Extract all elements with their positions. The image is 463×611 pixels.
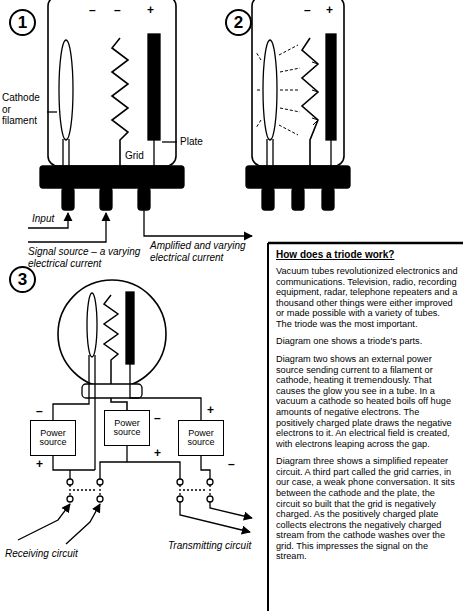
callout-circle: 1 <box>9 9 36 36</box>
receiving-wire <box>18 504 70 540</box>
heading: How does a triode work? <box>276 249 394 261</box>
box-label: Power source <box>181 429 221 448</box>
transmitting-wire <box>180 502 250 532</box>
filament-leg <box>266 139 267 166</box>
paragraph: Diagram three shows a simplified repeate… <box>276 456 458 562</box>
tube-base <box>40 166 184 188</box>
paragraph: Diagram two shows an external power sour… <box>276 354 458 449</box>
input-wire <box>28 213 68 228</box>
polarity-sign: + <box>147 4 154 16</box>
plate-symbol <box>148 34 160 140</box>
paragraph: Diagram one shows a triode's parts. <box>276 336 458 347</box>
glass-envelope <box>252 0 344 166</box>
callout-number: 3 <box>18 271 27 289</box>
wire <box>201 456 210 479</box>
signal-label: Receiving circuit <box>5 548 78 560</box>
pin <box>100 188 112 210</box>
grid-symbol <box>112 38 128 166</box>
filament <box>87 293 97 357</box>
box-label: Power source <box>107 419 147 438</box>
plate-lead <box>153 140 154 166</box>
polarity-sign: + <box>154 447 161 459</box>
glow-rays <box>255 45 300 135</box>
power-source-box: Power source <box>104 410 150 446</box>
electron-arrows <box>312 62 318 125</box>
filament-leg <box>62 139 63 166</box>
plate-symbol <box>126 292 134 364</box>
callout-number: 2 <box>234 14 243 32</box>
tube-base <box>82 384 142 398</box>
polarity-sign: – <box>89 4 96 16</box>
leader-line <box>47 111 57 112</box>
polarity-sign: – <box>36 405 43 417</box>
part-label: Cathode or filament <box>2 92 46 127</box>
pin <box>292 188 304 210</box>
filament-leg <box>68 139 69 166</box>
box-label: Power source <box>33 429 73 448</box>
pin <box>262 188 274 210</box>
polarity-sign: – <box>304 4 311 16</box>
polarity-sign: + <box>36 458 43 470</box>
filament <box>263 40 277 140</box>
wire <box>69 470 70 479</box>
signal-wire <box>28 213 106 242</box>
signal-label: Signal source – a varying electrical cur… <box>28 246 160 269</box>
filament <box>59 40 73 140</box>
power-source-box: Power source <box>178 420 224 456</box>
output-wire <box>144 210 252 236</box>
polarity-sign: – <box>154 412 161 424</box>
polarity-sign: + <box>207 404 214 416</box>
callout-number: 1 <box>18 14 27 32</box>
paragraph: Vacuum tubes revolutionized electronics … <box>276 266 458 329</box>
callout-circle: 2 <box>225 9 252 36</box>
wire <box>126 446 127 462</box>
wire <box>100 462 180 479</box>
column-rule <box>267 243 269 611</box>
wire <box>53 355 89 420</box>
wire <box>53 456 95 470</box>
callout-circle: 3 <box>9 266 36 293</box>
filament-leg <box>272 139 273 166</box>
dotted-link <box>70 485 210 496</box>
wire <box>94 355 95 470</box>
terminal <box>67 479 213 502</box>
glass-bulb <box>58 280 166 388</box>
receiving-wire <box>66 504 100 544</box>
signal-label: Transmitting circuit <box>168 540 251 552</box>
pin <box>138 188 150 210</box>
glass-envelope <box>48 0 176 166</box>
tube-base <box>246 166 350 188</box>
part-label: Plate <box>180 136 203 148</box>
power-source-box: Power source <box>30 420 76 456</box>
polarity-sign: + <box>326 4 333 16</box>
plate-lead <box>330 140 331 166</box>
polarity-sign: – <box>228 458 235 470</box>
polarity-sign: – <box>114 4 121 16</box>
leader-line <box>162 141 177 142</box>
part-label: Grid <box>125 150 144 162</box>
grid-symbol <box>302 38 318 166</box>
signal-label: Input <box>32 213 54 225</box>
signal-label: Amplified and varying electrical current <box>150 240 262 263</box>
pin <box>322 188 334 210</box>
pin <box>62 188 74 210</box>
transmitting-wire <box>210 502 252 518</box>
column-rule <box>268 242 463 245</box>
plate-symbol <box>326 34 336 140</box>
